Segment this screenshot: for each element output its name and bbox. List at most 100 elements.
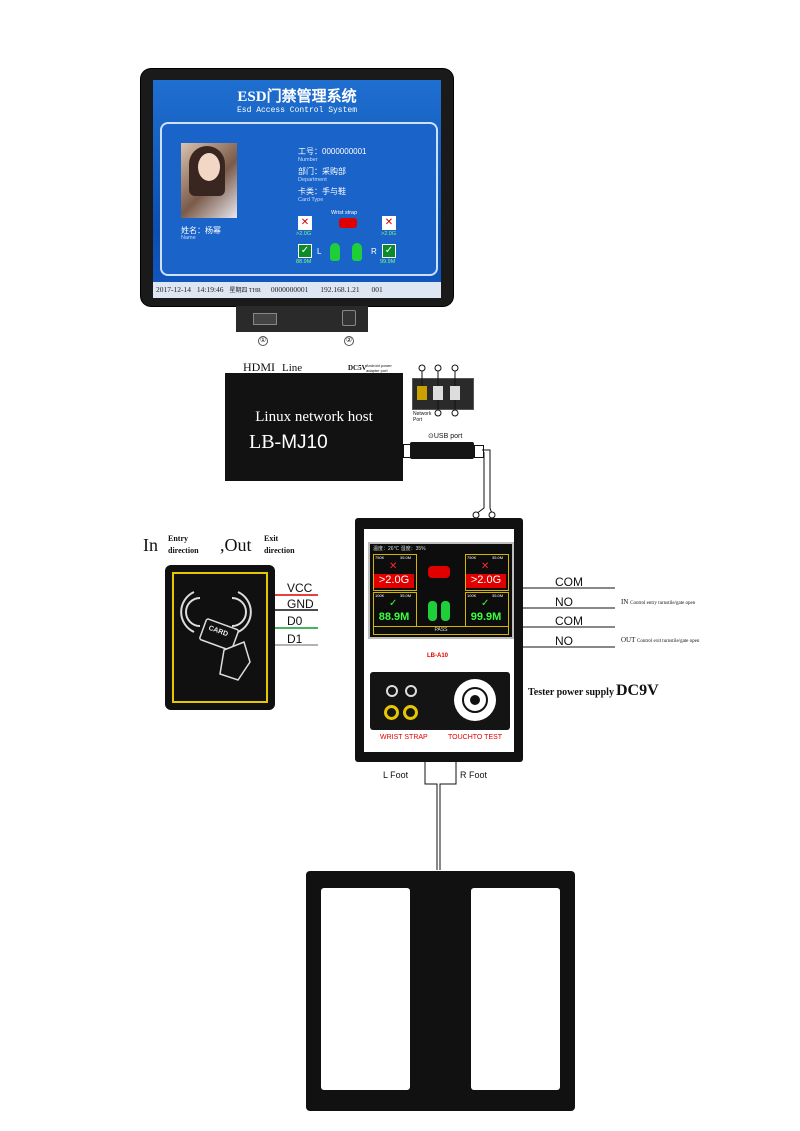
left-foot-value: 88.9M bbox=[296, 259, 312, 265]
card-tap-icon bbox=[180, 591, 252, 681]
cell-label-8: 35.0M bbox=[492, 593, 504, 598]
l-foot-label: L Foot bbox=[383, 770, 409, 780]
field-department-sub: Department bbox=[298, 177, 327, 183]
tester-fail-icon-right: ✕ bbox=[481, 561, 490, 572]
tester-right-foot-icon bbox=[441, 601, 450, 621]
field-card-type-sub: Card Type bbox=[298, 197, 324, 203]
in-sub-2: direction bbox=[168, 546, 199, 555]
hand-icon bbox=[339, 218, 357, 228]
touch-test-label: TOUCHTO TEST bbox=[448, 734, 503, 741]
usb-cable bbox=[482, 449, 493, 515]
network-port-label: Network Port bbox=[413, 411, 432, 423]
pin-vcc: VCC bbox=[287, 581, 313, 595]
in-sub-1: Entry bbox=[168, 534, 188, 543]
line-label: Line bbox=[282, 362, 303, 374]
cell-label-1: 750K bbox=[375, 555, 385, 560]
touch-button-center bbox=[470, 695, 480, 705]
usb-port-icon-2 bbox=[450, 386, 460, 400]
fail-icon-left: ✕ bbox=[298, 216, 312, 230]
cell-label-2: 35.0M bbox=[400, 555, 412, 560]
fail-icon-right: ✕ bbox=[382, 216, 396, 230]
screen-subtitle: Esd Access Control System bbox=[236, 106, 358, 115]
right-foot-value: 99.9M bbox=[380, 259, 396, 265]
tester-right-value: >2.0G bbox=[466, 574, 506, 588]
out-sub-2: direction bbox=[264, 546, 295, 555]
touch-button-ring bbox=[462, 687, 488, 713]
out-label: ,Out bbox=[220, 535, 252, 555]
host-model-prefix: LB- bbox=[249, 431, 282, 453]
out-note: OUT Control exit turnstile/gate open bbox=[621, 636, 699, 644]
host-model: LB-MJ10 bbox=[249, 431, 328, 454]
usb-port-text: USB port bbox=[433, 433, 463, 440]
tester-model: LB-A10 bbox=[427, 653, 449, 659]
status-bar: 2017-12-14 14:19:46 星期四 THR 0000000001 1… bbox=[153, 282, 441, 298]
usb-plug-end bbox=[474, 445, 484, 458]
tester-left-foot-value: 88.9M bbox=[378, 611, 410, 623]
in-label: In bbox=[143, 535, 158, 555]
in-note-b: Control entry turnstile/gate open bbox=[630, 601, 696, 606]
tester-fail-icon-left: ✕ bbox=[389, 561, 398, 572]
tester-right-foot-value: 99.9M bbox=[470, 611, 502, 623]
left-foot-icon bbox=[330, 243, 340, 261]
tester-pass-icon-left: ✓ bbox=[389, 598, 398, 609]
card-reader-frame bbox=[172, 572, 268, 703]
in-note-a: IN bbox=[621, 598, 629, 606]
tester-screen-top: 温度：26℃ 湿度：35% bbox=[373, 546, 426, 552]
pin-d1: D1 bbox=[287, 632, 303, 646]
jack-icon-2 bbox=[405, 685, 417, 697]
right-foot-letter: R bbox=[371, 247, 377, 256]
left-wrist-value: >2.0G bbox=[296, 231, 312, 237]
name-label: 姓名：杨幂 bbox=[181, 226, 221, 235]
user-photo bbox=[181, 143, 237, 218]
tester-hand-icon bbox=[428, 566, 450, 578]
cell-label-4: 35.0M bbox=[492, 555, 504, 560]
status-ip: 192.168.1.21 bbox=[320, 285, 360, 294]
dc-port-icon bbox=[342, 310, 356, 326]
wrist-strap-label: Wrist strap bbox=[331, 210, 358, 216]
wrist-strap-label: WRIST STRAP bbox=[380, 734, 428, 741]
linux-host: Linux network host LB-MJ10 bbox=[225, 373, 403, 481]
power-label: Tester power supply bbox=[528, 687, 614, 698]
status-time: 14:19:46 bbox=[196, 285, 224, 294]
relay-com-1: COM bbox=[555, 575, 583, 589]
out-sub-1: Exit bbox=[264, 534, 279, 543]
field-number-sub: Number bbox=[298, 157, 318, 163]
usb-port-icon-1 bbox=[433, 386, 443, 400]
r-foot-label: R Foot bbox=[460, 770, 488, 780]
relay-no-1: NO bbox=[555, 595, 573, 609]
status-weekday: 星期四 THR bbox=[229, 288, 261, 294]
tester-screen: 温度：26℃ 湿度：35% 750K 35.0M 750K 35.0M ✕ ✕ … bbox=[368, 542, 514, 639]
name-sublabel: Name bbox=[181, 235, 196, 241]
relay-no-2: NO bbox=[555, 634, 573, 648]
tester-left-value: >2.0G bbox=[374, 574, 414, 588]
status-date: 2017-12-14 bbox=[156, 285, 191, 294]
cell-left-wrist bbox=[373, 554, 417, 591]
callout-dot bbox=[434, 364, 442, 372]
host-model-suffix: MJ10 bbox=[281, 432, 328, 453]
hdmi-label: HDMI bbox=[243, 360, 275, 374]
port-marker-2: ② bbox=[344, 336, 354, 346]
power-value: DC9V bbox=[616, 682, 659, 699]
right-foot-icon bbox=[352, 243, 362, 261]
cell-label-7: 100K bbox=[467, 593, 477, 598]
dc5v-note: Android power adapter port bbox=[366, 363, 392, 373]
cell-label-6: 35.0M bbox=[400, 593, 412, 598]
callout-dot bbox=[451, 364, 459, 372]
cell-label-3: 750K bbox=[467, 555, 477, 560]
tester-left-foot-icon bbox=[428, 601, 437, 621]
relay-com-2: COM bbox=[555, 614, 583, 628]
status-code: 001 bbox=[371, 285, 383, 294]
field-number: 工号：0000000001 bbox=[298, 147, 367, 156]
pass-icon-right: ✓ bbox=[382, 244, 396, 258]
foot-cable-left bbox=[424, 762, 438, 870]
usb-dongle bbox=[410, 442, 474, 459]
right-wrist-value: >2.0G bbox=[381, 231, 397, 237]
right-foot-pad bbox=[471, 888, 560, 1090]
field-department: 部门：采购部 bbox=[298, 167, 346, 176]
in-note: IN Control entry turnstile/gate open bbox=[621, 598, 695, 606]
screen-title: ESD门禁管理系统 bbox=[237, 89, 357, 105]
wrist-jack-icon-2 bbox=[403, 705, 418, 720]
cell-right-wrist bbox=[465, 554, 509, 591]
photo-face bbox=[198, 153, 220, 181]
